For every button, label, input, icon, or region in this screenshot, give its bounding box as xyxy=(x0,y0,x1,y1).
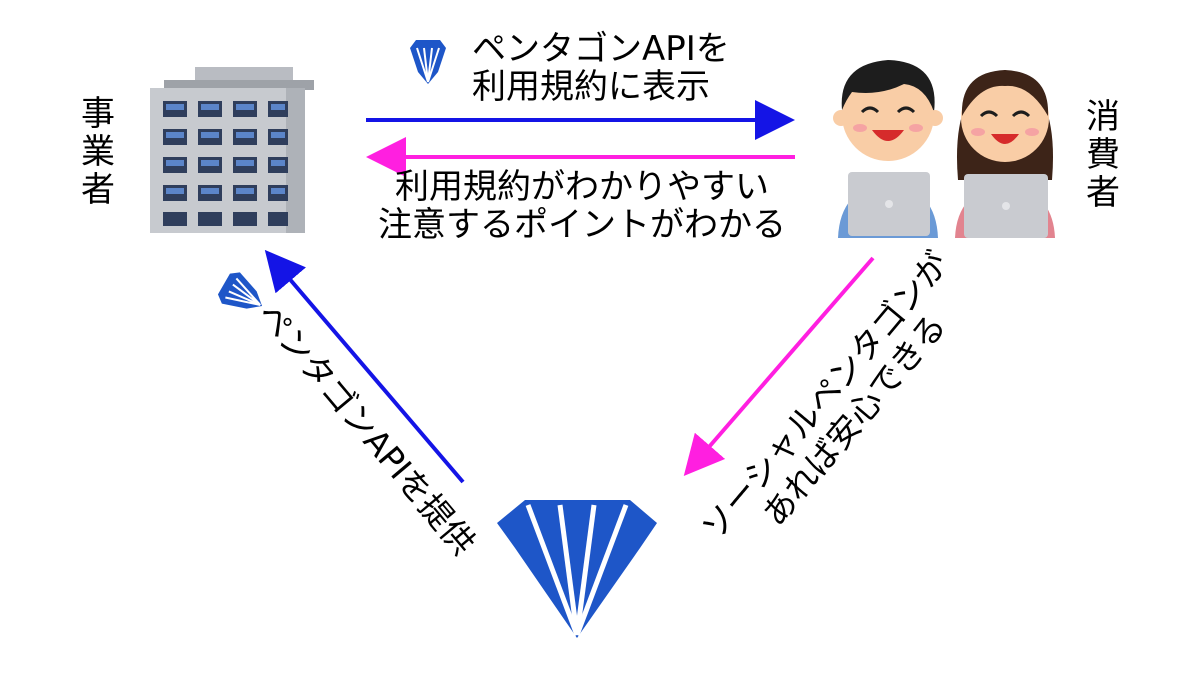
business-label-char: 業 xyxy=(81,132,115,173)
pentagon-logo-large xyxy=(497,500,657,638)
consumer-label-char: 者 xyxy=(1086,173,1120,214)
arrow-pentagon-to-business xyxy=(264,249,465,484)
business-label: 事 業 者 xyxy=(78,95,118,209)
consumer-label-char: 費 xyxy=(1086,135,1120,176)
building-icon xyxy=(150,67,314,233)
bottom-arrow-label-line2: 注意するポイントがわかる xyxy=(378,205,786,246)
top-arrow-label: ペンタゴンAPIを 利用規約に表示 xyxy=(472,30,730,106)
woman-at-laptop-icon xyxy=(955,70,1055,238)
top-arrow-label-line1: ペンタゴンAPIを xyxy=(472,29,730,69)
man-at-laptop-icon xyxy=(833,60,943,238)
bottom-arrow-label-line1: 利用規約がわかりやすい xyxy=(395,167,769,207)
pentagon-logo-small-left xyxy=(217,272,263,309)
arrow-consumer-to-pentagon xyxy=(683,256,875,477)
consumer-label: 消 費 者 xyxy=(1083,98,1123,212)
business-label-char: 事 xyxy=(81,94,115,134)
top-arrow-label-line2: 利用規約に表示 xyxy=(472,67,710,108)
consumer-label-char: 消 xyxy=(1086,97,1120,137)
pentagon-logo-small-top xyxy=(410,40,446,84)
business-label-char: 者 xyxy=(81,170,115,211)
bottom-arrow-label: 利用規約がわかりやすい 注意するポイントがわかる xyxy=(372,168,792,244)
